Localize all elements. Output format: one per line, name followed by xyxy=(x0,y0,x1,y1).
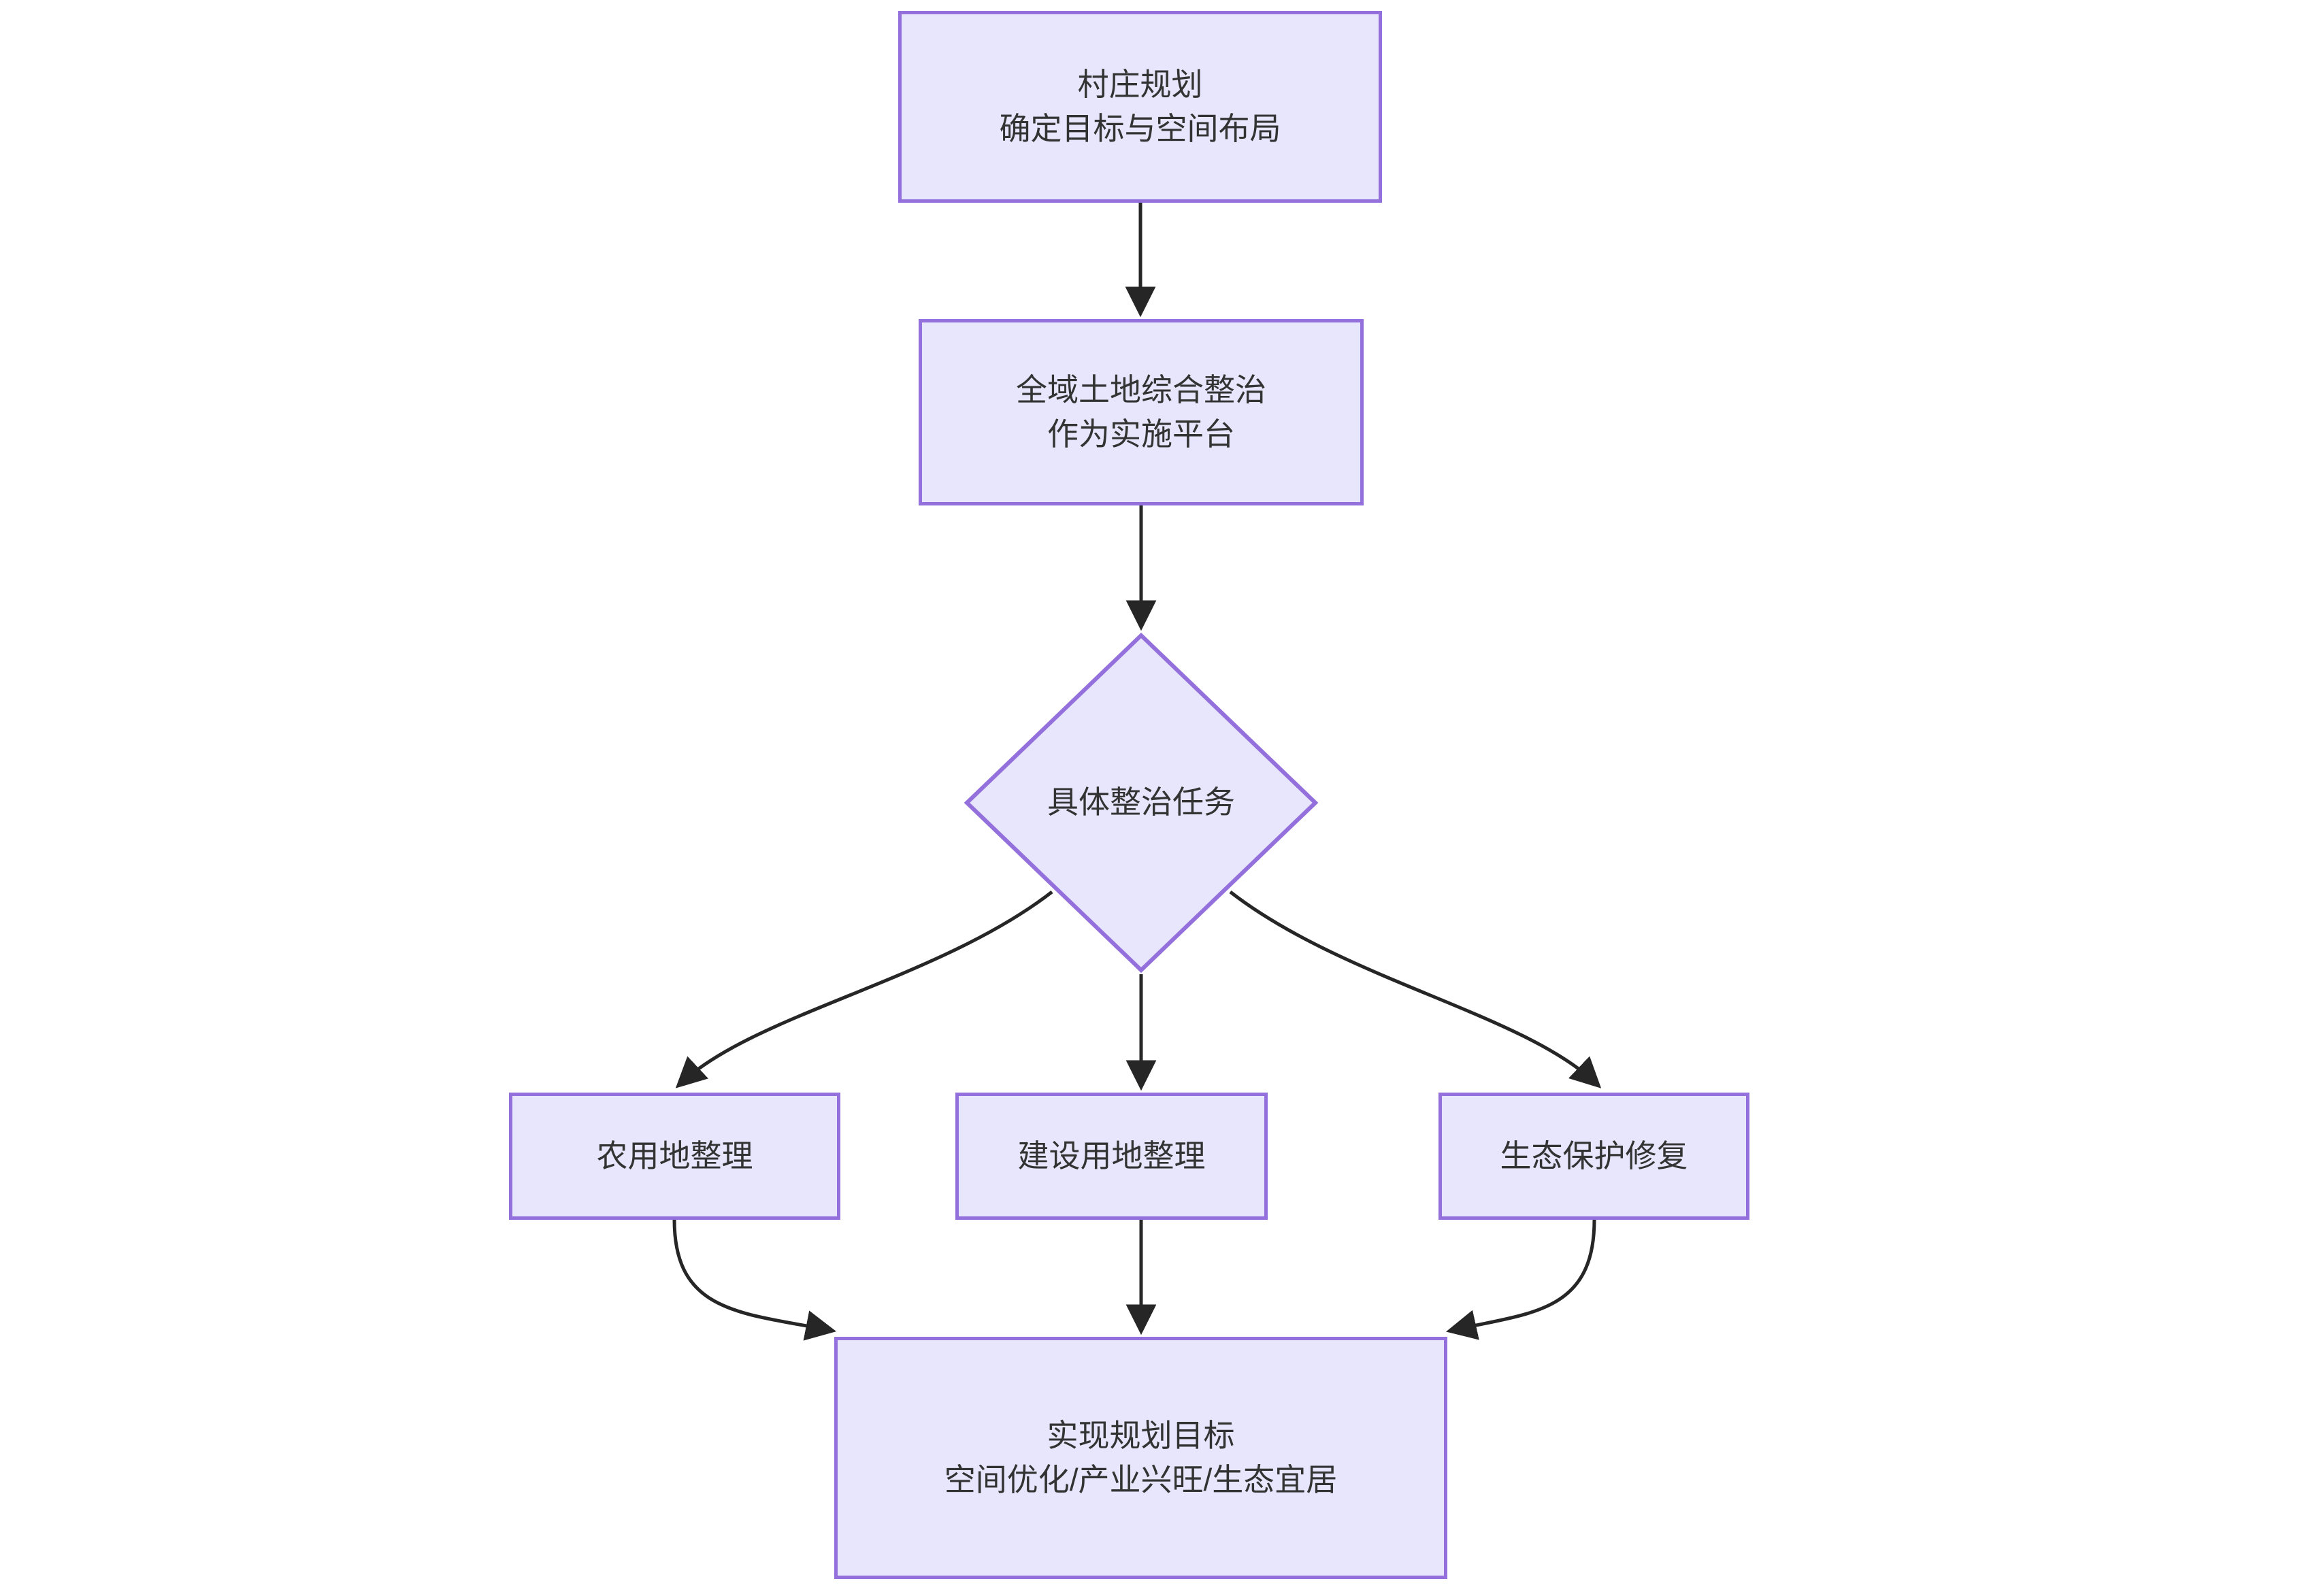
node-land-platform-label: 全域土地综合整治 作为实施平台 xyxy=(1016,371,1266,452)
node-land-platform[interactable]: 全域土地综合整治 作为实施平台 xyxy=(919,319,1364,505)
node-specific-tasks-decision[interactable]: 具体整治任务 xyxy=(964,633,1318,973)
node-achieve-planning-goals[interactable]: 实现规划目标 空间优化/产业兴旺/生态宜居 xyxy=(834,1337,1447,1579)
node-farmland-consolidation-label: 农用地整理 xyxy=(596,1137,753,1174)
node-village-plan[interactable]: 村庄规划 确定目标与空间布局 xyxy=(898,11,1382,203)
edge-farmland-to-goal xyxy=(672,1219,837,1341)
node-construction-land-consolidation-label: 建设用地整理 xyxy=(1017,1137,1206,1174)
diamond-shape xyxy=(964,633,1318,973)
node-ecological-protection-restoration[interactable]: 生态保护修复 xyxy=(1438,1093,1749,1220)
node-construction-land-consolidation[interactable]: 建设用地整理 xyxy=(955,1093,1268,1220)
edge-ecology-to-goal xyxy=(1446,1219,1596,1340)
node-specific-tasks-label: 具体整治任务 xyxy=(1047,784,1235,820)
node-farmland-consolidation[interactable]: 农用地整理 xyxy=(509,1093,840,1220)
node-achieve-planning-goals-label: 实现规划目标 空间优化/产业兴旺/生态宜居 xyxy=(944,1417,1338,1497)
node-ecological-protection-restoration-label: 生态保护修复 xyxy=(1500,1137,1688,1174)
node-village-plan-label: 村庄规划 确定目标与空间布局 xyxy=(999,66,1281,146)
